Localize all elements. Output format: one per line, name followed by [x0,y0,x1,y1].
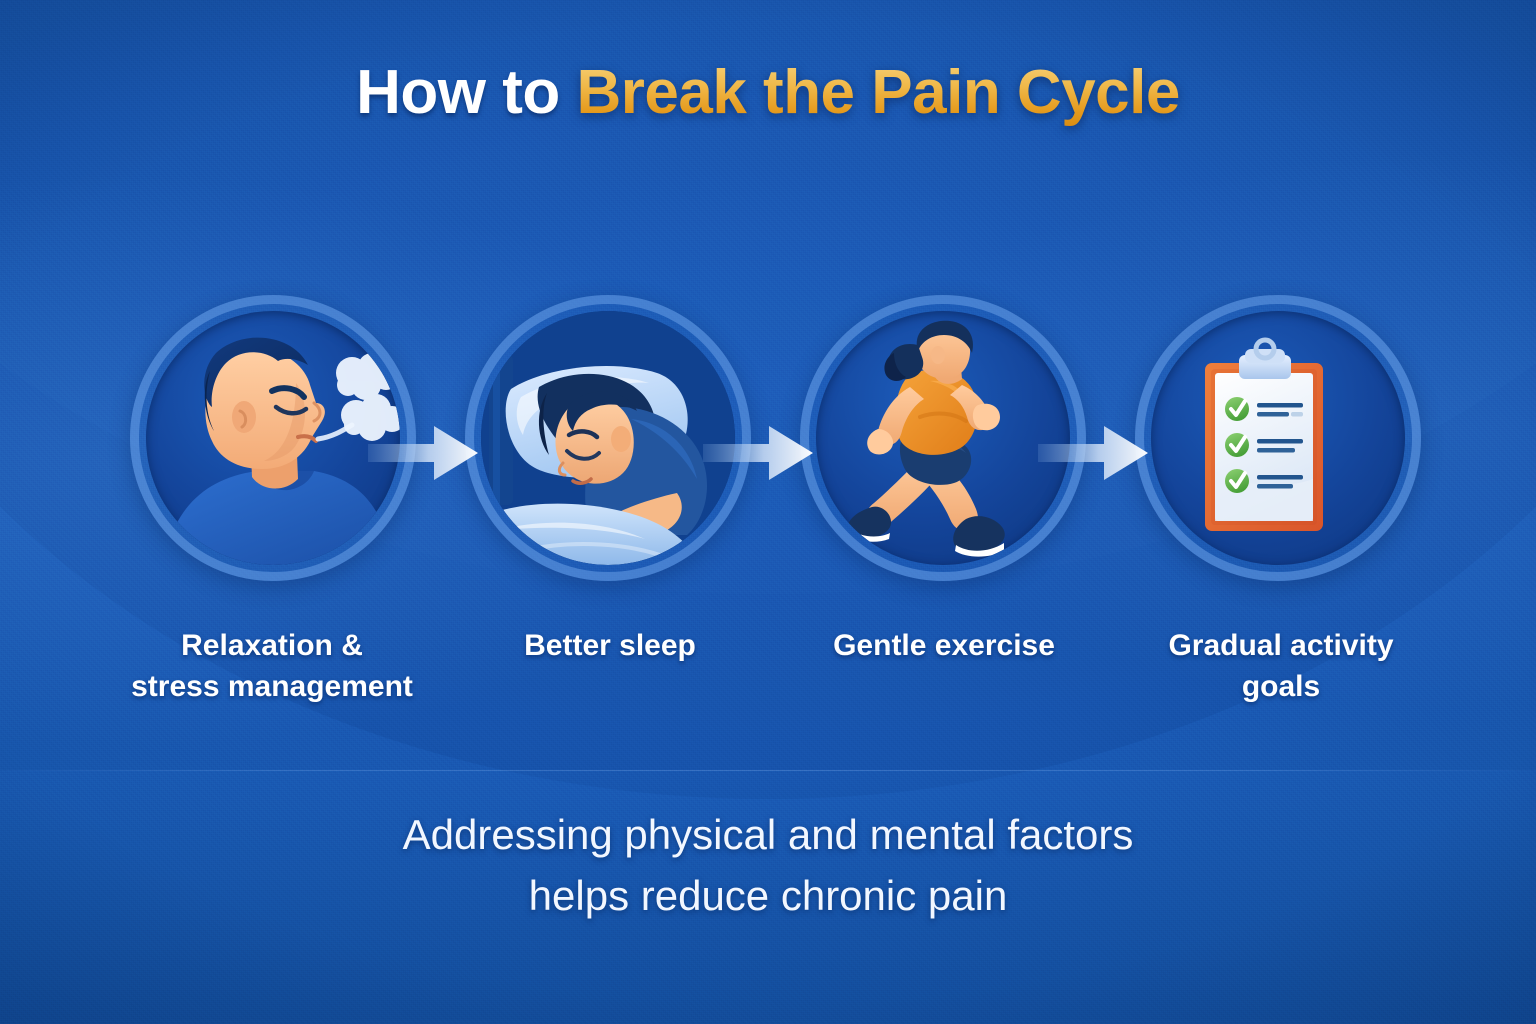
step-3-label: Gentle exercise [800,625,1088,666]
step-3-label-line-1: Gentle exercise [833,629,1055,662]
page-title: How to Break the Pain Cycle [0,62,1536,124]
step-1-label-line-1: Relaxation & [181,629,363,662]
arrow-3 [1038,424,1148,482]
arrow-right-icon [1038,426,1148,480]
arrow-right-icon [368,426,478,480]
step-3-exercise[interactable] [800,295,1086,581]
step-4-goals[interactable] [1135,295,1421,581]
step-1-label-line-2: stress management [131,670,413,704]
arrow-2 [703,424,813,482]
step-1-label: Relaxation & stress management [92,625,452,708]
step-2-sleep[interactable] [465,295,751,581]
step-4-label: Gradual activity goals [1136,625,1426,708]
arrow-1 [368,424,478,482]
step-4-ring [1135,295,1421,581]
title-block: How to Break the Pain Cycle [0,62,1536,124]
step-4-label-line-1: Gradual activity [1168,629,1394,662]
step-4-label-line-2: goals [1241,670,1321,704]
step-1-ring [130,295,416,581]
step-1-relaxation[interactable] [130,295,416,581]
caption-block: Addressing physical and mental factors h… [0,805,1536,927]
step-2-label-line-1: Better sleep [524,629,696,662]
steps-row [0,295,1536,595]
caption-line-2: helps reduce chronic pain [528,871,1008,919]
caption-line-1: Addressing physical and mental factors [402,811,1134,858]
step-3-ring [800,295,1086,581]
step-2-ring [465,295,751,581]
step-2-label: Better sleep [470,625,750,666]
page-title-gold-part: Break the Pain Cycle [576,58,1180,127]
arrow-right-icon [703,426,813,480]
page-title-white-part: How to [356,58,577,127]
step-labels-row: Relaxation & stress management Better sl… [0,625,1536,745]
